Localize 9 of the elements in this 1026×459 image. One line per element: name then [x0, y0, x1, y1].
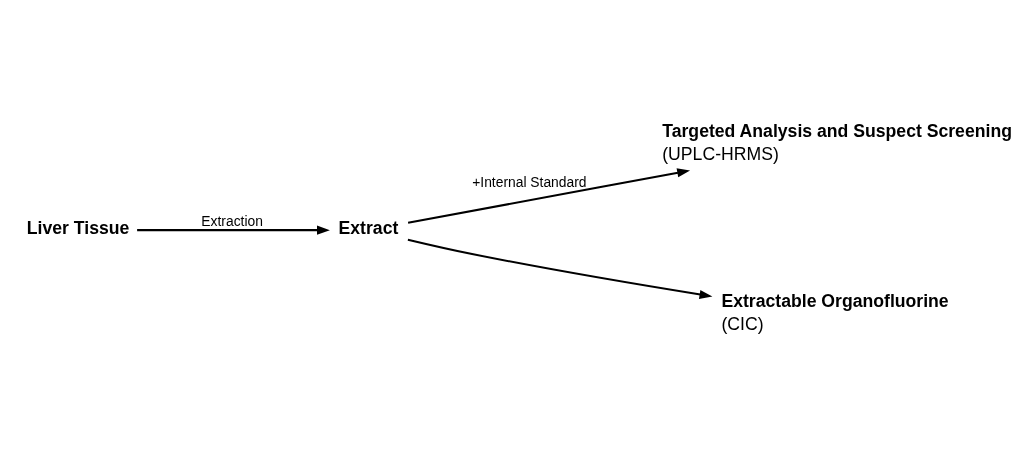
node-text: Extract — [338, 218, 399, 239]
node-text: Extractable Organofluorine (CIC) — [721, 291, 949, 334]
node-text: Targeted Analysis and Suspect Screening (UPLC-HRMS) — [662, 121, 1012, 164]
arrow — [137, 225, 330, 235]
edge-label: +Internal Standard — [472, 174, 587, 191]
arrow — [407, 168, 691, 224]
arrow — [407, 238, 713, 299]
edge-label: Extraction — [201, 213, 263, 230]
node-text: Liver Tissue — [26, 218, 130, 239]
